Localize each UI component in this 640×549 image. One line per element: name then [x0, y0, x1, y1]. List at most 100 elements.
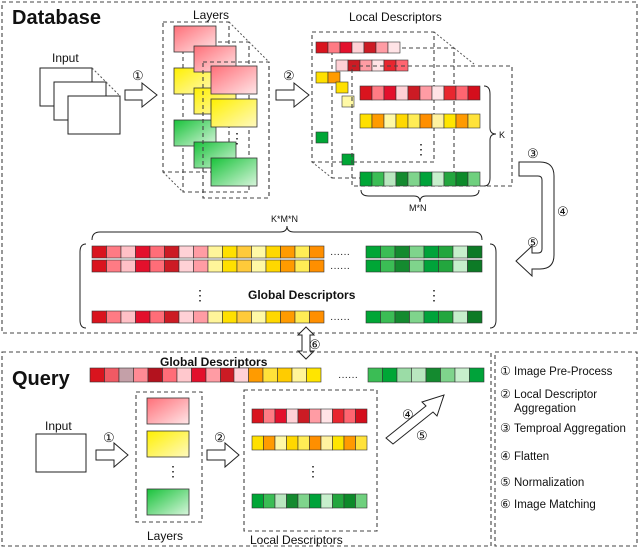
db-global-vdots-2: ⋮ [427, 287, 441, 303]
db-step4-label: ④ [557, 204, 569, 219]
db-local-red-cell [407, 85, 421, 101]
db-global-red-1-cell [164, 259, 180, 273]
db-local-back-red-cell [351, 41, 365, 54]
db-global-yellow-2-cell [309, 310, 325, 324]
db-global-label: Global Descriptors [248, 288, 356, 302]
db-global-green-0-cell [409, 245, 425, 259]
db-global-green-2-cell [423, 310, 439, 324]
db-local-back-yellow-cell [327, 71, 341, 84]
db-global-red-0-cell [149, 245, 165, 259]
legend-text-2: Local Descriptor [514, 389, 597, 401]
db-global-red-0-cell [164, 245, 180, 259]
query-local-green-cell [343, 493, 356, 509]
db-step3-label: ③ [527, 146, 539, 161]
db-local-green-cell [443, 171, 457, 187]
db-global-green-0-cell [394, 245, 410, 259]
db-global-green-1-cell [452, 259, 468, 273]
db-local-back-red-cell [339, 41, 353, 54]
query-global-dots: ······ [338, 372, 358, 383]
query-global-red-cell [133, 367, 149, 383]
db-k-brace [483, 85, 497, 187]
query-global-green-cell [367, 367, 383, 383]
db-local-back-yellow2-cell [335, 81, 349, 94]
query-global-green-cell [440, 367, 456, 383]
db-global-yellow-2-cell [265, 310, 281, 324]
query-local-green-cell [274, 493, 287, 509]
db-global-green-2-cell [365, 310, 381, 324]
db-global-red-1-cell [178, 259, 194, 273]
legend-text-6: Image Matching [514, 499, 596, 511]
legend-text-2b: Aggregation [514, 403, 576, 415]
db-local-front-rows [359, 85, 481, 187]
query-local-red-cell [343, 408, 356, 424]
query-step1-label: ① [103, 430, 115, 445]
image-matching-arrow [296, 326, 316, 360]
query-local-red-cell [309, 408, 322, 424]
query-global-yellow-cell [233, 367, 249, 383]
db-local-label: Local Descriptors [349, 10, 442, 24]
db-local-back-red-cell [375, 41, 389, 54]
db-global-dots-2: ······ [330, 263, 350, 274]
db-local-green-cell [371, 171, 385, 187]
query-global-red-cell [205, 367, 221, 383]
query-local-red-cell [251, 408, 264, 424]
db-local-red-cell [455, 85, 469, 101]
db-local-red-cell [443, 85, 457, 101]
db-global-yellow-1-cell [236, 259, 252, 273]
db-local-green-cell [467, 171, 481, 187]
db-global-green-1-cell [409, 259, 425, 273]
legend-num-1: ① [500, 364, 511, 378]
query-local-label: Local Descriptors [250, 533, 343, 547]
db-global-red-0-cell [91, 245, 107, 259]
query-local-green-cell [297, 493, 310, 509]
query-step2-arrow [206, 441, 240, 469]
db-global-green-1-cell [423, 259, 439, 273]
query-global-yellow-cell [248, 367, 264, 383]
query-local-rows [251, 408, 368, 509]
db-local-back-green-cell [315, 131, 329, 144]
legend-text-4: Flatten [514, 451, 549, 463]
query-global-green-cell [425, 367, 441, 383]
legend-box [494, 351, 638, 547]
db-global-red-2-cell [120, 310, 136, 324]
query-local-green-cell [320, 493, 333, 509]
database-panel [1, 1, 638, 334]
legend-num-2: ② [500, 387, 511, 401]
db-global-red-1-cell [120, 259, 136, 273]
db-global-green-0-cell [467, 245, 483, 259]
db-global-yellow-2-cell [251, 310, 267, 324]
db-local-stack [311, 31, 475, 179]
db-global-red-0-cell [135, 245, 151, 259]
query-global-green-cell [454, 367, 470, 383]
query-layer-yellow [146, 430, 190, 458]
db-global-bracket-left [79, 243, 87, 329]
db-global-green-1-cell [380, 259, 396, 273]
db-local-yellow-cell [419, 113, 433, 129]
db-local-green-cell [395, 171, 409, 187]
db-input-images [39, 67, 121, 135]
db-local-green-cell [407, 171, 421, 187]
query-local-green-cell [355, 493, 368, 509]
db-global-green-1-cell [394, 259, 410, 273]
db-local-back-red-cell [363, 41, 377, 54]
db-input-label: Input [52, 51, 79, 65]
db-local-yellow-cell [383, 113, 397, 129]
db-local-yellow-cell [371, 113, 385, 129]
db-step1-label: ① [132, 68, 144, 83]
db-local-back-red-cell [387, 41, 401, 54]
query-local-green-cell [263, 493, 276, 509]
db-global-green-2-cell [394, 310, 410, 324]
db-global-green-0-cell [423, 245, 439, 259]
db-global-yellow-1-cell [251, 259, 267, 273]
db-global-green-2-cell [467, 310, 483, 324]
db-kmn-label: K*M*N [271, 214, 298, 224]
query-global-green-cell [396, 367, 412, 383]
db-global-yellow-2-cell [236, 310, 252, 324]
query-layers-label: Layers [147, 529, 183, 543]
db-local-yellow-cell [407, 113, 421, 129]
db-local-green-cell [383, 171, 397, 187]
db-global-yellow-0-cell [251, 245, 267, 259]
db-local-green-cell [455, 171, 469, 187]
db-global-green-1-cell [365, 259, 381, 273]
